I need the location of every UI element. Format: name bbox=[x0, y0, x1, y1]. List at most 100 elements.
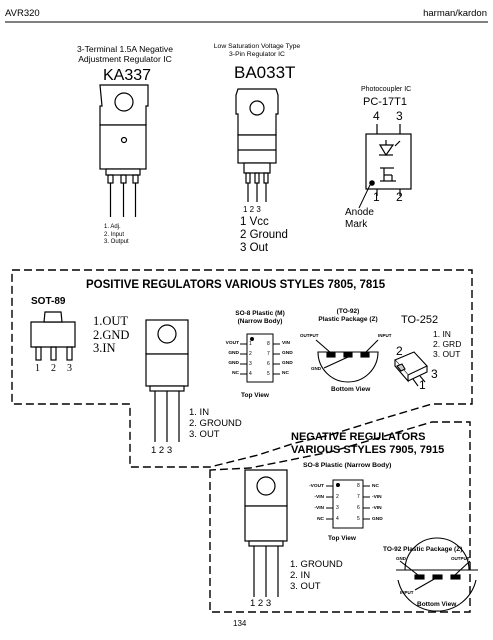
positive-to220-nums: 1 2 3 bbox=[151, 445, 173, 456]
negative-so8-num-7: 7 bbox=[357, 494, 360, 500]
pc17t1-pin-3: 3 bbox=[396, 109, 403, 123]
negative-to220-pin-list: 1. GROUND 2. IN 3. OUT bbox=[290, 559, 343, 592]
to252-package bbox=[394, 351, 428, 387]
ba033t-title-line2: 3-Pin Regulator IC bbox=[229, 51, 285, 58]
negative-to220-nums: 1 2 3 bbox=[250, 598, 272, 609]
ka337-package bbox=[99, 84, 149, 217]
ba033t-title-line1: Low Saturation Voltage Type bbox=[213, 43, 301, 50]
sot89-num-3: 3 bbox=[67, 363, 72, 374]
positive-to220-pin-list: 1. IN 2. GROUND 3. OUT bbox=[189, 407, 242, 440]
positive-so8-num-7: 7 bbox=[267, 351, 270, 357]
sot89-label: SOT-89 bbox=[31, 296, 66, 307]
positive-regulators-title: POSITIVE REGULATORS VARIOUS STYLES 7805,… bbox=[86, 279, 386, 291]
negative-so8-pin-6-name: -VIN bbox=[372, 506, 382, 511]
negative-so8-pin-2-name: -VIN bbox=[314, 495, 324, 500]
ka337-title-line2: Adjustment Regulator IC bbox=[78, 54, 172, 64]
positive-to92-title-line1: (TO-92) bbox=[336, 308, 360, 315]
page-number: 134 bbox=[233, 619, 247, 628]
negative-regulators-title: NEGATIVE REGULATORS VARIOUS STYLES 7905,… bbox=[291, 431, 444, 457]
negative-to220-package bbox=[244, 469, 288, 597]
header-model: AVR320 bbox=[5, 8, 40, 19]
sot89-pin-3: 3.IN bbox=[93, 341, 116, 355]
to252-pin-1: 1. IN bbox=[433, 329, 451, 339]
pc17t1-anode-label: Anode Mark bbox=[345, 207, 374, 231]
header-brand: harman/kardon bbox=[423, 8, 487, 19]
positive-frame bbox=[11, 269, 473, 468]
negative-to92-bottom-view: Bottom View bbox=[417, 601, 457, 608]
ba033t-pin-3: 3 Out bbox=[240, 242, 269, 254]
negative-to220-pin-1: 1. GROUND bbox=[290, 559, 343, 570]
positive-to220-pin-1: 1. IN bbox=[189, 407, 210, 418]
positive-so8-title-line1: SO-8 Plastic (M) bbox=[235, 310, 285, 317]
positive-so8-title-line2: (Narrow Body) bbox=[237, 318, 283, 325]
negative-to92-gnd-label: GND bbox=[396, 556, 406, 561]
sot89-pin-2: 2.GND bbox=[93, 327, 130, 342]
pc17t1-type: Photocoupler IC bbox=[361, 86, 412, 93]
sot89-pin-1: 1.OUT bbox=[93, 314, 129, 328]
positive-so8-pin-1-name: VOUT bbox=[225, 341, 239, 346]
negative-so8-title: SO-8 Plastic (Narrow Body) bbox=[303, 462, 392, 469]
ka337-pin-2: 2. Input bbox=[104, 231, 125, 238]
ka337-pin-list: 1. Adj. 2. Input 3. Output bbox=[104, 224, 129, 247]
positive-to92-package bbox=[315, 339, 379, 383]
negative-to92-title: TO-92 Plastic Package (Z) bbox=[383, 546, 463, 553]
positive-to92-title: (TO-92) Plastic Package (Z) bbox=[306, 308, 390, 324]
ka337-title-line1: 3-Terminal 1.5A Negative bbox=[76, 44, 173, 54]
positive-to220-pin-3: 3. OUT bbox=[189, 429, 220, 440]
negative-so8-left-pins: -VOUT -VIN -VIN NC bbox=[302, 481, 324, 525]
positive-so8-pin-6-name: GND bbox=[282, 361, 293, 366]
ba033t-pin-1: 1 Vcc bbox=[240, 216, 269, 228]
positive-so8-top-view: Top View bbox=[241, 392, 269, 399]
negative-so8-pin-3-name: -VIN bbox=[314, 506, 324, 511]
ka337-part-number: KA337 bbox=[103, 67, 152, 84]
positive-to92-title-line2: Plastic Package (Z) bbox=[318, 316, 378, 323]
ba033t-title: Low Saturation Voltage Type 3-Pin Regula… bbox=[204, 43, 310, 59]
negative-to92-package bbox=[396, 537, 478, 612]
positive-so8-num-6: 6 bbox=[267, 361, 270, 367]
negative-frame bbox=[209, 421, 471, 613]
ba033t-package bbox=[235, 88, 279, 202]
pc17t1-part-number: PC-17T1 bbox=[363, 96, 408, 108]
ka337-title: 3-Terminal 1.5A Negative Adjustment Regu… bbox=[66, 44, 184, 64]
pc17t1-pin-4: 4 bbox=[373, 109, 380, 123]
positive-so8-pin-4-name: NC bbox=[232, 371, 239, 376]
ba033t-pin-2: 2 Ground bbox=[240, 229, 288, 241]
negative-so8-left-nums: 1 2 3 4 bbox=[336, 481, 339, 525]
negative-so8-num-1: 1 bbox=[336, 483, 339, 489]
to252-label: TO-252 bbox=[401, 314, 439, 326]
positive-so8-left-nums: 1 2 3 4 bbox=[249, 339, 252, 379]
to252-pin-list: 1. IN 2. GRD 3. OUT bbox=[433, 329, 461, 359]
negative-so8-num-6: 6 bbox=[357, 505, 360, 511]
to252-pin-3: 3. OUT bbox=[433, 349, 461, 359]
ka337-pin-1: 1. Adj. bbox=[104, 224, 121, 230]
positive-to92-gnd-label: GND bbox=[311, 366, 321, 371]
positive-to92-output-label: OUTPUT bbox=[300, 333, 319, 338]
sot89-package bbox=[30, 311, 76, 361]
positive-so8-pin-5-name: NC bbox=[282, 371, 289, 376]
positive-so8-title: SO-8 Plastic (M) (Narrow Body) bbox=[225, 310, 295, 326]
positive-so8-right-nums: 8 7 6 5 bbox=[267, 339, 270, 379]
ba033t-pin-numbers: 1 2 3 bbox=[243, 205, 261, 214]
to252-num-2: 2 bbox=[396, 344, 403, 358]
negative-to220-pin-3: 3. OUT bbox=[290, 581, 321, 592]
positive-to220-package bbox=[145, 319, 189, 442]
positive-so8-pin-7-name: GND bbox=[282, 351, 293, 356]
negative-so8-num-5: 5 bbox=[357, 516, 360, 522]
to252-pin-2: 2. GRD bbox=[433, 339, 462, 349]
negative-so8-pin-5-name: GND bbox=[372, 517, 383, 522]
ba033t-part-number: BA033T bbox=[234, 63, 296, 82]
negative-so8-num-2: 2 bbox=[336, 494, 339, 500]
pc17t1-pin-2: 2 bbox=[396, 190, 403, 204]
positive-so8-num-5: 5 bbox=[267, 371, 270, 377]
to252-num-3: 3 bbox=[431, 367, 438, 381]
negative-so8-right-pins: NC -VIN -VIN GND bbox=[372, 481, 383, 525]
positive-so8-pin-2-name: GND bbox=[228, 351, 239, 356]
negative-so8-pin-7-name: -VIN bbox=[372, 495, 382, 500]
to252-num-1: 1 bbox=[419, 378, 426, 392]
sot89-pin-list: 1.OUT 2.GND 3.IN bbox=[93, 314, 130, 356]
pc17t1-anode-line1: Anode bbox=[345, 207, 374, 218]
ka337-pin-3: 3. Output bbox=[104, 239, 129, 245]
positive-to220-pin-2: 2. GROUND bbox=[189, 418, 242, 429]
